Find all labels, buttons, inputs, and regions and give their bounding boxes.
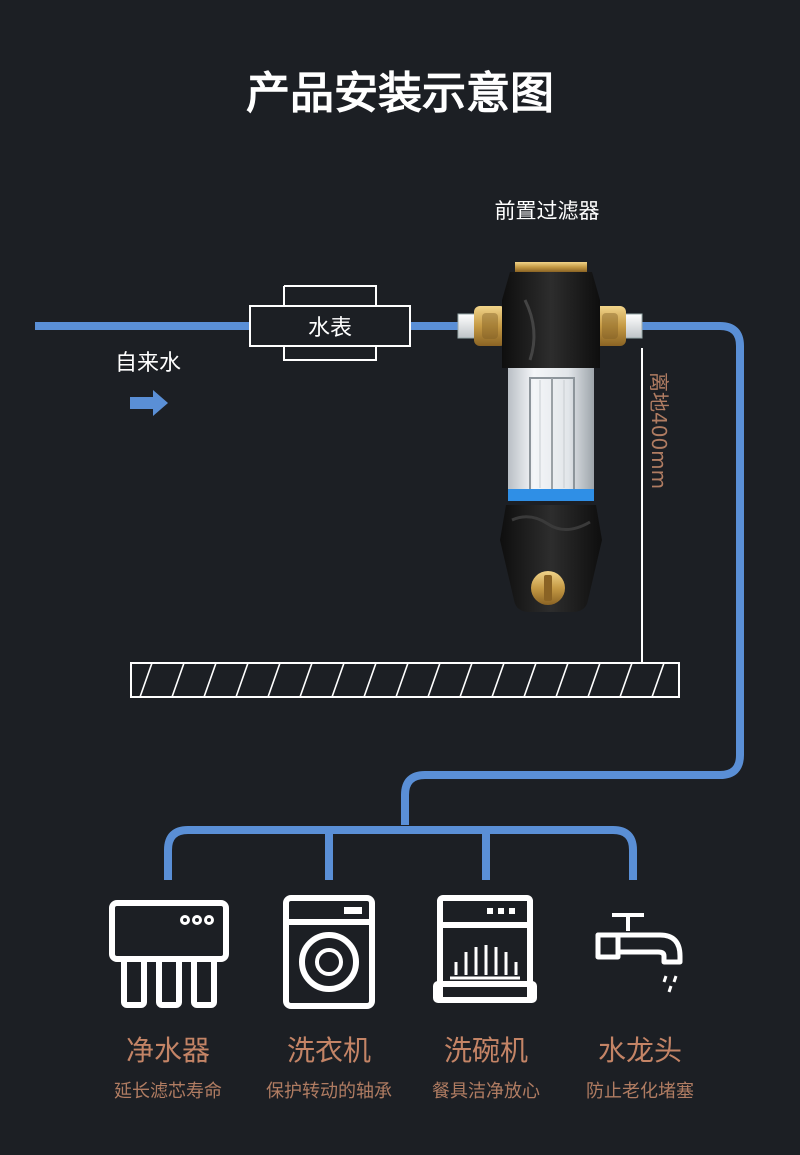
flow-arrow-icon	[130, 390, 168, 416]
appliance-name: 洗衣机	[287, 1034, 371, 1067]
floor-hatch-line	[684, 663, 696, 697]
water-meter	[249, 285, 411, 361]
floor-hatch-line	[619, 663, 633, 697]
floor-hatch-line	[235, 663, 249, 697]
floor-hatch-line	[459, 663, 473, 697]
diagram-title: 产品安装示意图	[246, 68, 554, 119]
floor-hatch-line	[555, 663, 569, 697]
branch-pipes	[164, 826, 637, 880]
floor-hatch-line	[203, 663, 217, 697]
floor-hatch-line	[427, 663, 441, 697]
floor-hatch-line	[171, 663, 185, 697]
appliance-name: 水龙头	[598, 1034, 682, 1067]
floor-hatch-line	[395, 663, 409, 697]
floor-hatch-line	[267, 663, 281, 697]
dishwasher-icon	[433, 895, 537, 1003]
appliance-description: 防止老化堵塞	[586, 1081, 694, 1102]
floor-hatch-line	[299, 663, 313, 697]
floor-hatch-line	[139, 663, 153, 697]
floor-hatch-line	[523, 663, 537, 697]
water-meter-label: 水表	[308, 316, 352, 341]
prefilter-image	[457, 262, 643, 612]
water-purifier-icon	[109, 900, 229, 1008]
floor-hatch-line	[363, 663, 377, 697]
appliance-name: 洗碗机	[444, 1034, 528, 1067]
floor	[130, 662, 696, 698]
height-label: 离地400mm	[647, 372, 671, 489]
appliance-description: 餐具洁净放心	[432, 1081, 540, 1102]
appliance-name: 净水器	[126, 1034, 210, 1067]
faucet-icon	[595, 913, 683, 993]
floor-hatch-line	[587, 663, 601, 697]
tap-water-label: 自来水	[115, 351, 181, 376]
floor-hatch-line	[651, 663, 665, 697]
prefilter-label: 前置过滤器	[495, 199, 600, 223]
washing-machine-icon	[283, 895, 375, 1009]
appliance-description: 延长滤芯寿命	[114, 1081, 222, 1102]
appliance-description: 保护转动的轴承	[266, 1081, 392, 1102]
floor-hatch-line	[331, 663, 345, 697]
floor-hatch-line	[491, 663, 505, 697]
